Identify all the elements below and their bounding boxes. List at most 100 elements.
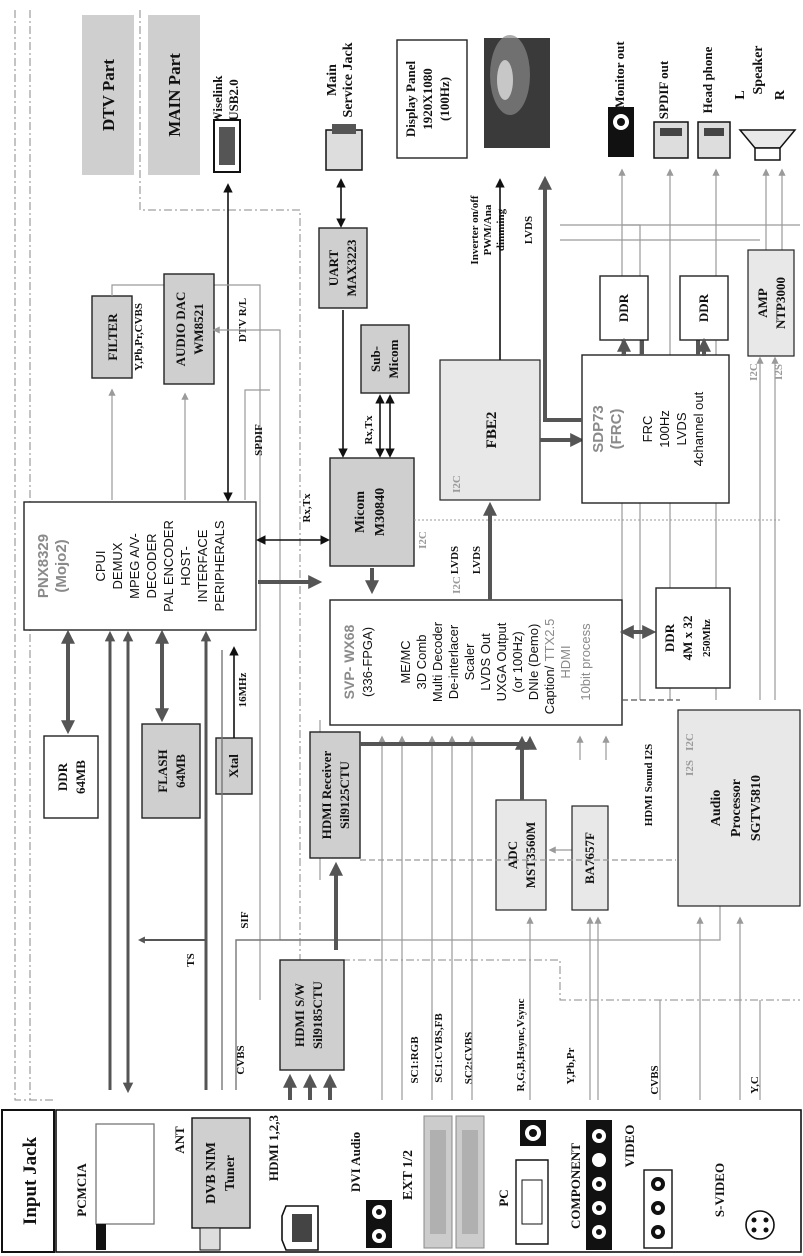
svg-text:(Mojo2): (Mojo2)	[53, 539, 70, 592]
display-panel: Display Panel 1920X1080 (100Hz)	[396, 39, 468, 159]
svg-text:ME/MC: ME/MC	[398, 640, 413, 683]
svg-text:Sil9185CTU: Sil9185CTU	[310, 980, 325, 1049]
svg-text:DVB NIM: DVB NIM	[204, 1142, 219, 1204]
svg-text:Speaker: Speaker	[751, 46, 766, 95]
svg-text:DEMUX: DEMUX	[110, 542, 125, 589]
svg-text:TTX2.5: TTX2.5	[542, 619, 557, 662]
svg-text:FBE2: FBE2	[484, 412, 500, 449]
svg-text:4M x 32: 4M x 32	[680, 616, 695, 661]
svg-text:Sil9125CTU: Sil9125CTU	[337, 760, 352, 829]
svg-text:BA7657F: BA7657F	[582, 832, 597, 884]
svg-text:I2C: I2C	[417, 531, 429, 549]
svg-text:Micom: Micom	[353, 491, 368, 533]
ba7657f-block: BA7657F	[571, 805, 609, 1000]
svg-text:FRC: FRC	[640, 416, 655, 443]
flash-64mb-block: FLASH 64MB	[141, 629, 201, 819]
svg-text:SGTV5810: SGTV5810	[749, 775, 764, 841]
svg-text:EXT 1/2: EXT 1/2	[401, 1150, 416, 1200]
video-jacks: VIDEO	[622, 1125, 673, 1249]
svg-text:250Mhz: 250Mhz	[701, 619, 713, 657]
svg-text:DDR: DDR	[616, 293, 631, 322]
audio-processor-block: Audio Processor SGTV5810 I2C I2S HDMI So…	[360, 709, 801, 1000]
svg-text:MST3560M: MST3560M	[523, 822, 538, 888]
svg-text:FLASH: FLASH	[155, 749, 170, 792]
svg-text:HDMI Receiver: HDMI Receiver	[319, 751, 334, 840]
svg-text:Processor: Processor	[729, 779, 744, 837]
svg-text:USB2.0: USB2.0	[226, 79, 241, 121]
ddr-svp-block: DDR 4M x 32 250Mhz	[655, 587, 731, 689]
svg-text:(100Hz): (100Hz)	[437, 77, 452, 121]
svg-text:I2C: I2C	[451, 475, 463, 493]
svg-text:100Hz: 100Hz	[657, 410, 672, 448]
svg-text:Y,Pb,Pr: Y,Pb,Pr	[565, 1047, 577, 1084]
svg-text:M30840: M30840	[373, 488, 388, 536]
svg-text:AMP: AMP	[755, 288, 770, 318]
svg-text:HOST-: HOST-	[178, 546, 193, 586]
dtv-part-label: DTV Part	[82, 15, 134, 175]
svg-text:Display Panel: Display Panel	[403, 61, 418, 138]
svg-text:Inverter on/off: Inverter on/off	[469, 195, 481, 264]
svg-text:Input Jack: Input Jack	[20, 1136, 41, 1225]
ddr-64mb-block: DDR 64MB	[43, 629, 99, 819]
svg-text:64MB: 64MB	[73, 760, 88, 794]
svg-text:Micom: Micom	[386, 339, 401, 378]
svg-text:ADC: ADC	[505, 841, 520, 869]
svg-text:(FRC): (FRC)	[608, 409, 625, 450]
svg-text:INTERFACE: INTERFACE	[195, 529, 210, 602]
svg-text:R: R	[773, 89, 788, 100]
svg-text:Service Jack: Service Jack	[341, 42, 356, 117]
svg-text:HDMI Sound I2S: HDMI Sound I2S	[643, 744, 655, 827]
svg-text:dimming: dimming	[495, 208, 507, 251]
uart-block: UART MAX3223	[318, 227, 368, 458]
svg-text:LVDS: LVDS	[674, 412, 689, 445]
svg-text:UART: UART	[326, 249, 341, 286]
svg-text:(336-FPGA): (336-FPGA)	[360, 627, 375, 697]
svg-text:DDR: DDR	[55, 762, 70, 791]
svg-text:De-interlacer: De-interlacer	[446, 624, 461, 699]
svg-text:1920X1080: 1920X1080	[420, 68, 435, 129]
svg-text:PC: PC	[496, 1189, 511, 1206]
head-phone-jack: Head phone	[697, 46, 731, 159]
svg-text:Rx,Tx: Rx,Tx	[301, 493, 313, 523]
svg-text:SC2:CVBS: SC2:CVBS	[463, 1032, 475, 1085]
svg-text:DTV R/L: DTV R/L	[237, 298, 249, 342]
svg-text:LVDS: LVDS	[471, 546, 483, 574]
svg-text:Y,Pb,Pr,CVBS: Y,Pb,Pr,CVBS	[133, 303, 145, 371]
svg-text:FILTER: FILTER	[105, 313, 120, 361]
svg-text:Main: Main	[325, 64, 340, 96]
svg-text:DECODER: DECODER	[144, 533, 159, 598]
svg-text:Monitor out: Monitor out	[612, 41, 627, 109]
micom-block: Micom M30840 I2C	[329, 457, 780, 595]
svg-text:HDMI: HDMI	[558, 645, 573, 678]
fbe2-block: FBE2 I2C Inverter on/off PWM/Ana dimming	[439, 178, 585, 501]
svg-text:Y,C: Y,C	[749, 1076, 761, 1094]
svg-text:DDR: DDR	[662, 623, 677, 652]
svg-text:LVDS: LVDS	[523, 216, 535, 244]
svg-text:I2S: I2S	[684, 760, 696, 776]
monitor-out-jack: Monitor out	[608, 41, 634, 157]
svg-text:Sub-: Sub-	[368, 346, 383, 372]
svg-text:10bit process: 10bit process	[578, 623, 593, 701]
svg-text:MPEG A/V-: MPEG A/V-	[127, 533, 142, 599]
svg-text:I2C: I2C	[748, 363, 760, 381]
svg-text:I2C: I2C	[684, 733, 696, 751]
svg-text:HDMI S/W: HDMI S/W	[292, 983, 307, 1047]
svg-text:Audio: Audio	[709, 790, 724, 827]
svg-text:HDMI 1,2,3: HDMI 1,2,3	[266, 1114, 281, 1181]
svg-text:I2S: I2S	[773, 364, 785, 380]
svideo-jack: S-VIDEO	[712, 1163, 775, 1240]
svg-text:4channel out: 4channel out	[691, 391, 706, 466]
svg-text:VIDEO: VIDEO	[622, 1125, 637, 1168]
svg-text:3D Comb: 3D Comb	[414, 635, 429, 690]
svg-text:SPDIF: SPDIF	[253, 424, 265, 456]
svg-text:Xtal: Xtal	[226, 754, 241, 778]
svg-text:COMPONENT: COMPONENT	[568, 1143, 583, 1229]
svg-text:DDR: DDR	[696, 293, 711, 322]
adc-block: ADC MST3560M	[495, 735, 575, 1000]
svg-text:Wiselink: Wiselink	[210, 75, 225, 125]
ext-12-scart: EXT 1/2	[401, 1115, 485, 1249]
ddr-frc-1: DDR	[599, 275, 649, 356]
svg-text:DTV Part: DTV Part	[99, 59, 118, 131]
svg-text:PAL ENCODER: PAL ENCODER	[161, 520, 176, 612]
